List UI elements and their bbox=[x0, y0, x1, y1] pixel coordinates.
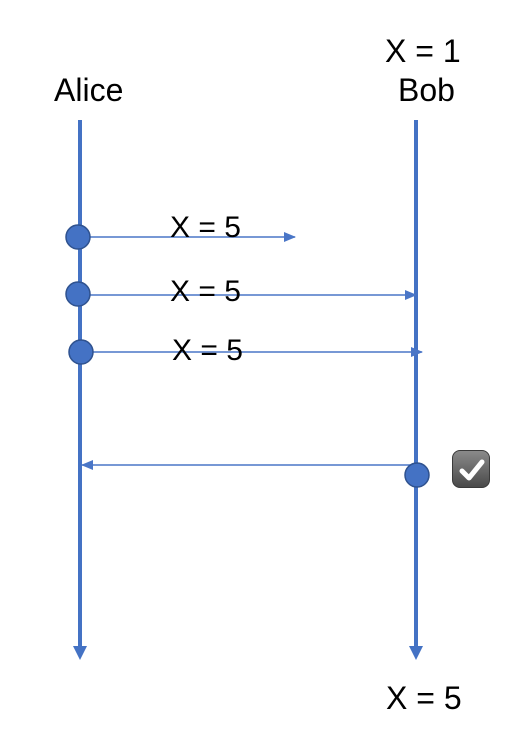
send-event-3 bbox=[68, 339, 94, 365]
message-label-3: X = 5 bbox=[172, 334, 243, 367]
bob-initial-state: X = 1 bbox=[385, 33, 461, 69]
checkmark-icon bbox=[452, 450, 490, 488]
send-event-1 bbox=[65, 224, 91, 250]
bob-final-state: X = 5 bbox=[386, 680, 462, 716]
alice-label: Alice bbox=[54, 72, 124, 108]
bob-label: Bob bbox=[398, 72, 455, 108]
message-label-1: X = 5 bbox=[170, 211, 241, 244]
send-event-2 bbox=[65, 281, 91, 307]
ack-send-event bbox=[404, 462, 430, 488]
message-label-2: X = 5 bbox=[170, 275, 241, 308]
alice-lifeline-arrowhead bbox=[73, 646, 87, 660]
bob-lifeline-arrowhead bbox=[409, 646, 423, 660]
